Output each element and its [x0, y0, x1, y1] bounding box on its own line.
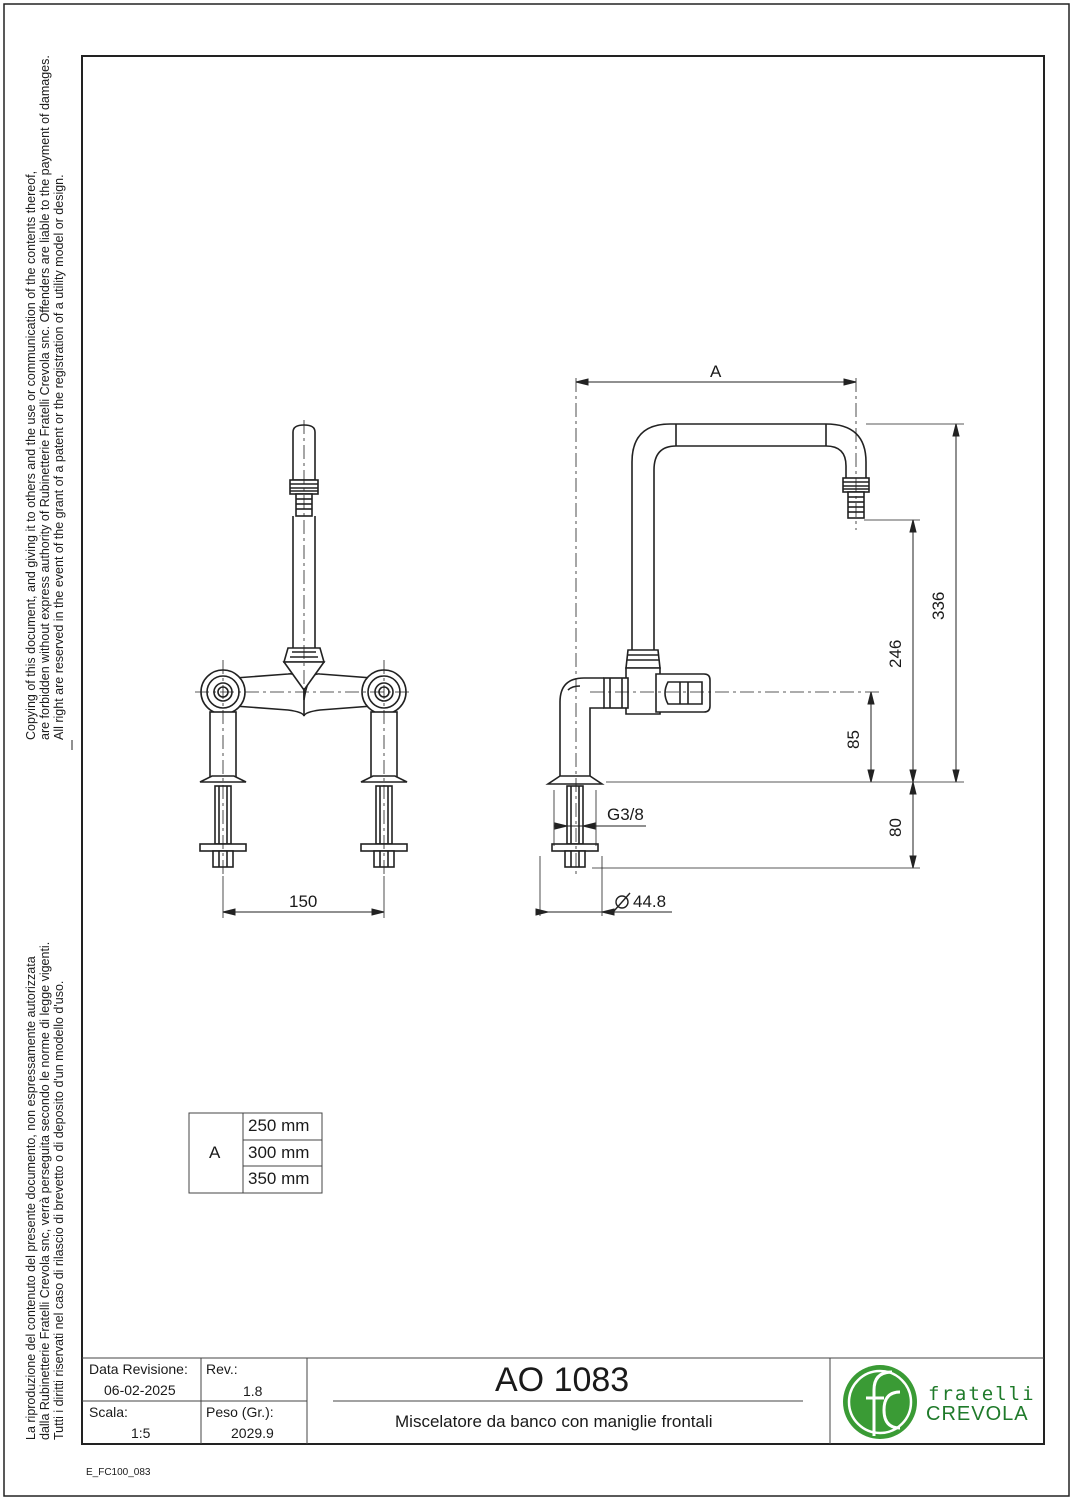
weight-label: Peso (Gr.):: [206, 1404, 274, 1420]
logo-monogram-f: [872, 1370, 893, 1436]
dimension-lines: [222, 378, 964, 918]
variant-value: 350 mm: [248, 1169, 310, 1188]
scale-value: 1:5: [131, 1425, 151, 1441]
dim-spout-reach: A: [710, 362, 722, 381]
scale-label: Scala:: [89, 1404, 128, 1420]
title-block-frame: [82, 1357, 1044, 1444]
copyright-it-line-1: La riproduzione del contenuto del presen…: [24, 956, 38, 1440]
revision-date-label: Data Revisione:: [89, 1361, 188, 1377]
dim-center-distance: 150: [289, 892, 318, 911]
brand-line2: CREVOLA: [926, 1403, 1029, 1425]
logo-circle: [843, 1365, 917, 1439]
rev-value: 1.8: [243, 1383, 263, 1399]
variant-value: 250 mm: [248, 1116, 310, 1135]
dim-thread: G3/8: [607, 805, 644, 824]
dim-height-outlet: 246: [886, 639, 905, 668]
brand-line1: fratelli: [928, 1383, 1036, 1405]
dim-height-total: 336: [929, 591, 948, 620]
diameter-symbol: [613, 892, 631, 912]
dim-base-diameter: 44.8: [633, 892, 667, 911]
copyright-en-line-3: All right are reserved in the event of t…: [52, 174, 66, 740]
product-description: Miscelatore da banco con maniglie fronta…: [395, 1412, 713, 1431]
logo-monogram-c: [882, 1390, 901, 1430]
copyright-en-line-1: Copying of this document, and giving it …: [24, 170, 38, 740]
variants-table: [188, 1112, 323, 1194]
footer-code: E_FC100_083: [86, 1467, 151, 1478]
rev-label: Rev.:: [206, 1361, 238, 1377]
front-view: [199, 424, 408, 868]
dim-height-handle: 85: [844, 730, 863, 749]
crevola-logo: fratelli CREVOLA: [843, 1365, 1036, 1439]
front-view-centerlines: [195, 420, 412, 875]
product-code: AO 1083: [495, 1361, 630, 1399]
copyright-notice-en: Copying of this document, and giving it …: [24, 55, 66, 740]
weight-value: 2029.9: [231, 1425, 274, 1441]
side-view-centerlines: [575, 378, 880, 876]
variant-value: 300 mm: [248, 1143, 310, 1162]
copyright-it-line-2: dalla Rubinetterie Fratelli Crevola snc,…: [38, 941, 52, 1440]
variants-label: A: [209, 1143, 221, 1162]
side-view: [545, 423, 870, 868]
drawing-frame: [81, 55, 1045, 1445]
copyright-notice-it: La riproduzione del contenuto del presen…: [24, 942, 66, 1440]
copyright-en-line-2: are forbidden without express authority …: [38, 55, 52, 740]
dim-shank-length: 80: [886, 818, 905, 837]
outer-border: [3, 3, 1070, 1497]
copyright-it-line-3: Tutti i diritti riservati nel caso di ri…: [52, 980, 66, 1440]
revision-date: 06-02-2025: [104, 1382, 176, 1398]
